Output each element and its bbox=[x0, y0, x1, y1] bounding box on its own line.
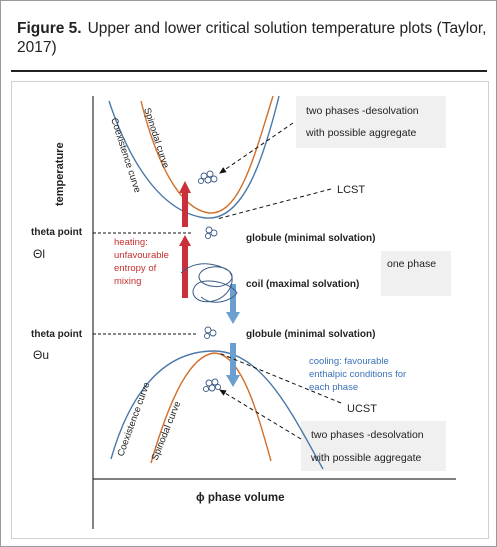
lcst-label: LCST bbox=[337, 184, 365, 196]
theta-point-lower-label: theta point bbox=[31, 329, 83, 340]
bottom-globule-icon bbox=[203, 326, 217, 340]
top-two-phases-line1: two phases -desolvation bbox=[306, 105, 419, 117]
bottom-two-phases-line2: with possible aggregate bbox=[310, 452, 421, 464]
top-spinodal-curve bbox=[140, 95, 274, 214]
theta-u-symbol: Θu bbox=[33, 348, 49, 362]
globule-bottom-label: globule (minimal solvation) bbox=[246, 329, 375, 340]
ucst-pointer bbox=[218, 352, 342, 404]
top-globule-icon bbox=[204, 226, 218, 240]
cooling-text-2: enthalpic conditions for bbox=[309, 369, 406, 380]
top-spinodal-label: Spinodal curve bbox=[141, 107, 171, 170]
one-phase-label: one phase bbox=[387, 258, 436, 270]
x-axis-label: ϕ phase volume bbox=[196, 492, 285, 504]
coil-label: coil (maximal solvation) bbox=[246, 279, 359, 290]
cooling-arrow-upper bbox=[226, 284, 240, 324]
heating-arrow-upper bbox=[179, 181, 191, 227]
top-coexistence-label: Coexistence curve bbox=[108, 117, 143, 195]
top-two-phases-box bbox=[296, 96, 446, 148]
bottom-coexistence-label: Coexistence curve bbox=[115, 381, 152, 458]
figure-caption-text: Upper and lower critical solution temper… bbox=[17, 20, 487, 56]
bottom-two-phases-line1: two phases -desolvation bbox=[311, 429, 424, 441]
top-aggregate-pointer bbox=[219, 122, 294, 174]
heating-text-2: unfavourable bbox=[114, 250, 169, 261]
bottom-aggregate-pointer bbox=[219, 389, 302, 440]
caption-rule bbox=[11, 70, 487, 72]
figure-number: Figure 5. bbox=[17, 20, 82, 37]
cooling-text-3: each phase bbox=[309, 382, 358, 393]
bottom-coexistence-curve bbox=[110, 350, 324, 470]
bottom-aggregate-icon bbox=[202, 378, 222, 393]
cooling-text-1: cooling: favourable bbox=[309, 356, 389, 367]
one-phase-box bbox=[381, 251, 451, 296]
top-aggregate-icon bbox=[197, 170, 218, 185]
heating-text-1: heating: bbox=[114, 237, 148, 248]
diagram-box bbox=[11, 81, 489, 539]
ucst-label: UCST bbox=[347, 403, 377, 415]
heating-text-4: mixing bbox=[114, 276, 141, 287]
globule-top-label: globule (minimal solvation) bbox=[246, 233, 375, 244]
cooling-arrow-lower bbox=[226, 343, 240, 387]
y-axis-label: temperature bbox=[54, 142, 66, 206]
heating-text-3: entropy of bbox=[114, 263, 157, 274]
coil-icon bbox=[180, 263, 238, 303]
top-coexistence-curve bbox=[108, 95, 280, 219]
bottom-spinodal-label: Spinodal curve bbox=[150, 400, 184, 462]
figure-caption: Figure 5.Upper and lower critical soluti… bbox=[17, 19, 487, 57]
bottom-two-phases-box bbox=[301, 421, 446, 471]
top-two-phases-line2: with possible aggregate bbox=[305, 127, 416, 139]
theta-point-upper-label: theta point bbox=[31, 227, 83, 238]
theta-l-symbol: Θl bbox=[33, 247, 45, 261]
bottom-spinodal-curve bbox=[150, 352, 272, 464]
lcst-pointer bbox=[216, 188, 332, 220]
heating-arrow-lower bbox=[179, 235, 191, 298]
